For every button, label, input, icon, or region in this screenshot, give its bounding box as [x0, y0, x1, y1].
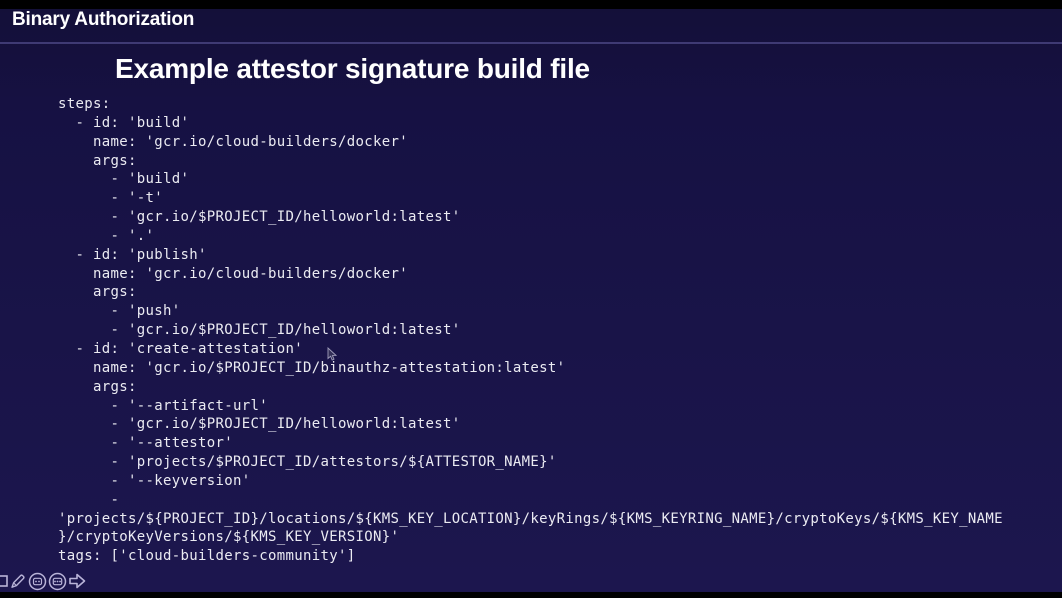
code-line: - '-t'	[58, 190, 163, 207]
code-line: - 'build'	[58, 171, 190, 188]
code-line: - id: 'build'	[58, 114, 190, 131]
slide-title: Example attestor signature build file	[115, 53, 590, 84]
slide: Binary Authorization Example attestor si…	[0, 9, 1062, 592]
code-line: -	[58, 491, 120, 508]
stamp-tool-icon[interactable]	[28, 572, 47, 591]
header-divider	[0, 42, 1062, 44]
code-line: args:	[58, 152, 137, 169]
code-line: - 'projects/$PROJECT_ID/attestors/${ATTE…	[58, 454, 557, 471]
code-line: 'projects/${PROJECT_ID}/locations/${KMS_…	[58, 510, 1003, 527]
code-line: - '--keyversion'	[58, 472, 251, 489]
code-block: steps: - id: 'build' name: 'gcr.io/cloud…	[58, 95, 1058, 566]
code-line: steps:	[58, 96, 111, 112]
letterbox-top	[0, 0, 1062, 9]
code-line: args:	[58, 284, 137, 301]
code-line: args:	[58, 378, 137, 395]
presentation-header: Binary Authorization	[12, 9, 195, 30]
code-line: - 'push'	[58, 303, 181, 320]
code-line: - '--attestor'	[58, 435, 233, 452]
mouse-cursor	[326, 346, 338, 367]
rectangle-tool-icon[interactable]	[0, 574, 8, 588]
code-line: - id: 'create-attestation'	[58, 340, 303, 357]
code-line: - id: 'publish'	[58, 246, 207, 263]
code-line: - '--artifact-url'	[58, 397, 268, 414]
code-line: - 'gcr.io/$PROJECT_ID/helloworld:latest'	[58, 416, 461, 433]
code-line: - 'gcr.io/$PROJECT_ID/helloworld:latest'	[58, 322, 461, 339]
code-line: }/cryptoKeyVersions/${KMS_KEY_VERSION}'	[58, 529, 400, 546]
code-line: tags: ['cloud-builders-community']	[58, 548, 356, 565]
code-line: - '.'	[58, 227, 155, 244]
code-line: name: 'gcr.io/cloud-builders/docker'	[58, 265, 408, 282]
more-options-icon[interactable]	[48, 572, 67, 591]
letterbox-bottom	[0, 592, 1062, 598]
pen-tool-icon[interactable]	[9, 572, 27, 590]
code-line: - 'gcr.io/$PROJECT_ID/helloworld:latest'	[58, 209, 461, 226]
next-arrow-icon[interactable]	[68, 572, 87, 590]
code-line: name: 'gcr.io/cloud-builders/docker'	[58, 133, 408, 150]
code-line: name: 'gcr.io/$PROJECT_ID/binauthz-attes…	[58, 359, 566, 376]
annotation-toolbar	[0, 570, 87, 592]
